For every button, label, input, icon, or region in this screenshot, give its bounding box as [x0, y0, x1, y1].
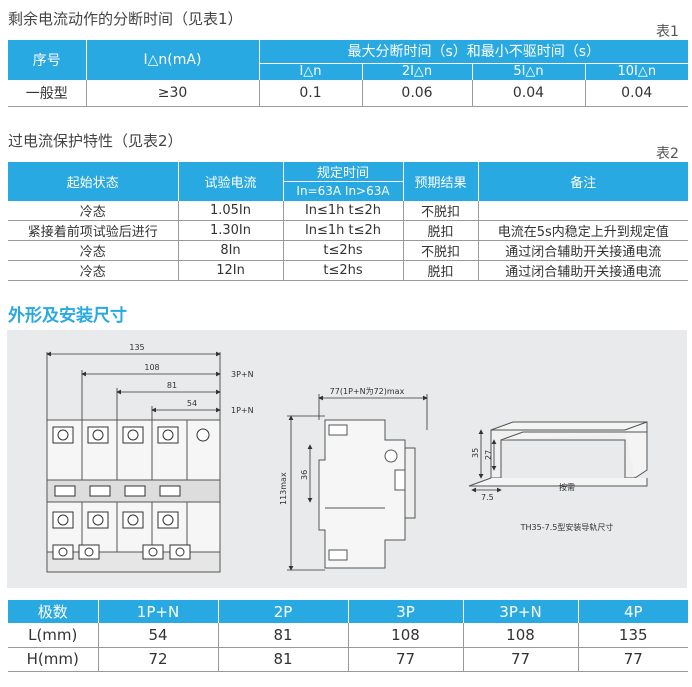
section3-heading: 外形及安装尺寸 [8, 306, 127, 326]
t3-header: 3P [347, 600, 463, 623]
t2-cell: 通过闭合辅助开关接通电流 [477, 240, 688, 261]
front-screws-bottom [52, 511, 191, 560]
t2-cell: 脱扣 [402, 220, 478, 241]
side-height-label: 113max [279, 472, 288, 505]
rail-dim-7-5: 7.5 [481, 493, 494, 502]
rail-dim-27: 27 [484, 450, 493, 460]
t3-cell: 77 [347, 647, 463, 672]
t2-cell: 1.05In [177, 200, 283, 221]
front-label-1pn: 1P+N [231, 406, 254, 415]
t2-cell [477, 200, 688, 221]
t1-sub-1: I△n [258, 63, 362, 80]
section2-title: 过电流保护特性（见表2） [8, 132, 183, 150]
table1: 序号 I△n(mA) 最大分断时间（s）和最小不驱时间（s） I△n 2I△n … [8, 40, 689, 107]
t2-header-initial: 起始状态 [8, 162, 178, 201]
t3-cell: 81 [217, 647, 348, 672]
t1-cell: 0.04 [584, 80, 689, 107]
t2-cell: 12In [177, 260, 283, 281]
t2-cell: 冷态 [8, 200, 178, 221]
t3-cell: H(mm) [8, 647, 98, 672]
front-handles [54, 485, 181, 497]
t2-header-time-sub: In=63A In>63A [282, 181, 403, 201]
t2-header-remarks: 备注 [477, 162, 688, 201]
front-dim-54: 54 [187, 399, 197, 408]
t2-header-expected: 预期结果 [402, 162, 478, 201]
front-dim-81: 81 [167, 381, 177, 390]
t3-header: 4P [577, 600, 688, 623]
dimension-drawing: 135 108 81 54 3P+N 1P+N [7, 330, 687, 588]
t2-cell: 1.30In [177, 220, 283, 241]
rail-drawing [468, 421, 648, 487]
t1-cell: 0.04 [471, 80, 585, 107]
t3-cell: 81 [217, 623, 348, 648]
t2-cell: t≤2hs [282, 240, 403, 261]
t2-header-time: 规定时间 [282, 162, 403, 182]
side-inner-label: 36 [300, 470, 309, 480]
t3-header: 极数 [8, 600, 98, 623]
t2-cell: 通过闭合辅助开关接通电流 [477, 260, 688, 281]
section1-title: 剩余电流动作的分断时间（见表1） [8, 10, 243, 28]
side-view [318, 419, 416, 569]
t1-header-span: 最大分断时间（s）和最小不驱时间（s） [258, 40, 689, 64]
t2-cell: 不脱扣 [402, 200, 478, 221]
table1-label: 表1 [656, 24, 679, 40]
t1-sub-4: 10I△n [584, 63, 689, 80]
t1-sub-2: 2I△n [361, 63, 472, 80]
t1-cell: ≥30 [85, 80, 259, 107]
t1-cell: 0.1 [258, 80, 362, 107]
t1-sub-3: 5I△n [471, 63, 585, 80]
t3-header: 2P [217, 600, 348, 623]
t2-cell: t≤2hs [282, 260, 403, 281]
t3-header: 1P+N [97, 600, 218, 623]
table2: 起始状态 试验电流 规定时间 预期结果 备注 In=63A In>63A 冷态 … [8, 162, 688, 281]
t2-cell: 冷态 [8, 240, 178, 261]
t3-cell: 108 [347, 623, 463, 648]
side-width-label: 77(1P+N为72)max [330, 386, 405, 396]
front-dim-135: 135 [129, 343, 144, 352]
front-screws-top [52, 426, 210, 444]
t3-cell: 77 [462, 647, 578, 672]
t2-cell: 紧接着前项试验后进行 [8, 220, 178, 241]
t1-cell: 0.06 [361, 80, 472, 107]
t2-cell: In≤1h t≤2h [282, 220, 403, 241]
table2-label: 表2 [656, 146, 679, 162]
t3-cell: 72 [97, 647, 218, 672]
t1-header-current: I△n(mA) [85, 40, 259, 80]
rail-dim-35: 35 [471, 448, 480, 458]
t2-header-test-current: 试验电流 [177, 162, 283, 201]
dimension-drawing-svg: 135 108 81 54 3P+N 1P+N [46, 343, 648, 573]
t1-header-seq: 序号 [8, 40, 86, 80]
t3-cell: 108 [462, 623, 578, 648]
t2-cell: In≤1h t≤2h [282, 200, 403, 221]
t3-header: 3P+N [462, 600, 578, 623]
t2-cell: 8In [177, 240, 283, 261]
table-dimensions: 极数 1P+N 2P 3P 3P+N 4P L(mm) 54 81 108 10… [8, 600, 688, 672]
rail-caption: TH35-7.5型安装导轨尺寸 [520, 522, 614, 532]
t2-cell: 冷态 [8, 260, 178, 281]
t3-cell: 77 [577, 647, 688, 672]
t3-cell: 135 [577, 623, 688, 648]
t2-cell: 电流在5s内稳定上升到规定值 [477, 220, 688, 241]
t1-cell: 一般型 [8, 80, 86, 107]
t2-cell: 不脱扣 [402, 240, 478, 261]
t3-cell: L(mm) [8, 623, 98, 648]
t2-cell: 脱扣 [402, 260, 478, 281]
rail-center-label: 按需 [559, 482, 575, 492]
t3-cell: 54 [97, 623, 218, 648]
front-dim-108: 108 [144, 363, 159, 372]
front-label-3pn: 3P+N [231, 370, 254, 379]
